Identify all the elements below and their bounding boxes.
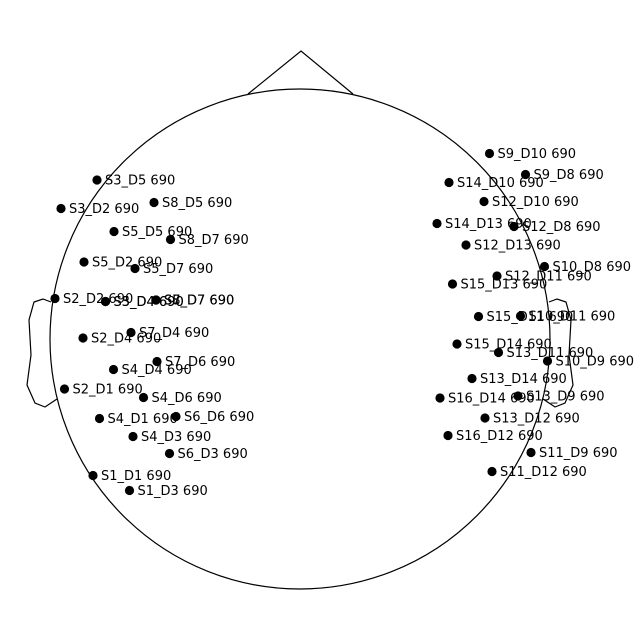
channel-label: S7_D7 690 xyxy=(164,294,234,309)
channel-point xyxy=(78,333,88,343)
channel-point xyxy=(542,356,553,366)
channel-label: S16_D12 690 xyxy=(456,429,543,444)
channel-label: S13_D9 690 xyxy=(526,390,605,405)
channel-label: S15_D11 690 xyxy=(487,310,574,325)
channel-label: S11_D9 690 xyxy=(539,446,618,461)
channel-point xyxy=(128,431,138,442)
channel-point xyxy=(479,196,489,207)
channel-point xyxy=(79,257,89,267)
channel-label: S9_D10 690 xyxy=(498,147,577,162)
channel-point xyxy=(171,411,181,422)
channel-point xyxy=(513,391,523,401)
channel-point xyxy=(487,466,497,477)
channel-label: S12_D8 690 xyxy=(522,220,601,235)
channel-point xyxy=(515,311,526,321)
channel-point xyxy=(539,261,550,272)
channel-point xyxy=(492,271,502,281)
channel-point xyxy=(126,327,136,338)
channel-point xyxy=(92,175,102,185)
channel-label: S14_D10 690 xyxy=(457,176,544,191)
channel-label: S4_D3 690 xyxy=(141,430,211,445)
channel-label: S1_D3 690 xyxy=(138,484,208,499)
channel-point xyxy=(59,384,70,394)
channel-point xyxy=(435,393,445,403)
channel-label: S16_D14 690 xyxy=(448,392,535,407)
channel-label: S4_D1 690 xyxy=(108,412,178,427)
channel-point xyxy=(149,197,159,208)
channel-label: S10_D11 690 xyxy=(529,310,616,325)
channel-point xyxy=(467,373,477,384)
channel-point xyxy=(109,226,119,237)
channel-label: S5_D4 690 xyxy=(114,295,184,310)
channel-label: S4_D4 690 xyxy=(122,363,192,378)
channel-point xyxy=(108,364,119,375)
channel-label: S7_D6 690 xyxy=(165,355,235,370)
channel-label: S2_D2 690 xyxy=(63,292,133,307)
channel-point xyxy=(130,263,140,274)
channel-label: S14_D13 690 xyxy=(445,217,532,232)
channel-point xyxy=(100,296,111,307)
channel-point xyxy=(520,169,531,180)
channel-label: S3_D2 690 xyxy=(69,202,139,217)
channel-label: S12_D11 690 xyxy=(505,270,592,285)
channel-point xyxy=(509,221,519,232)
channel-label: S10_D9 690 xyxy=(556,355,635,370)
channel-label: S12_D13 690 xyxy=(474,239,561,254)
nose-outline xyxy=(247,50,354,95)
channel-point xyxy=(452,339,462,349)
channel-point xyxy=(484,148,495,159)
channel-point xyxy=(50,293,60,304)
channel-point xyxy=(443,430,453,441)
channel-point xyxy=(444,177,454,188)
channel-label: S7_D4 690 xyxy=(139,326,209,341)
channel-point xyxy=(138,392,149,403)
channel-label: S1_D1 690 xyxy=(101,469,171,484)
channel-point xyxy=(56,203,66,214)
channel-label: S13_D11 690 xyxy=(507,346,594,361)
channel-label: S5_D5 690 xyxy=(122,225,192,240)
channel-point xyxy=(461,240,471,250)
channel-label: S2_D1 690 xyxy=(73,383,143,398)
left-ear-outline xyxy=(26,298,58,408)
channel-label: S8_D7 690 xyxy=(164,294,234,309)
channel-point xyxy=(526,447,536,458)
head-outline xyxy=(49,88,551,590)
channel-label: S9_D8 690 xyxy=(534,168,604,183)
channel-point xyxy=(151,295,161,305)
channel-label: S2_D4 690 xyxy=(91,332,161,347)
channel-point xyxy=(493,347,504,358)
channel-label: S8_D5 690 xyxy=(162,196,232,211)
channel-label: S13_D14 690 xyxy=(480,372,567,387)
channel-label: S15_D13 690 xyxy=(461,278,548,293)
channel-label: S15_D14 690 xyxy=(465,338,552,353)
channel-point xyxy=(124,485,135,496)
channel-point xyxy=(88,470,98,481)
channel-point xyxy=(480,413,490,423)
channel-label: S12_D10 690 xyxy=(492,195,579,210)
channel-label: S6_D3 690 xyxy=(178,447,248,462)
channel-label: S11_D12 690 xyxy=(500,465,587,480)
channel-point xyxy=(432,218,442,229)
channel-label: S3_D4 690 xyxy=(114,295,184,310)
channel-point xyxy=(447,279,458,289)
channel-label: S6_D6 690 xyxy=(184,410,254,425)
channel-point xyxy=(473,311,484,322)
channel-point xyxy=(164,448,175,459)
channel-point xyxy=(165,234,176,245)
channel-label: S5_D2 690 xyxy=(92,256,162,271)
channel-label: S13_D12 690 xyxy=(493,412,580,427)
right-ear-outline xyxy=(542,298,574,408)
channel-label: S8_D7 690 xyxy=(179,233,249,248)
channel-point xyxy=(152,356,162,367)
channel-point xyxy=(94,413,105,424)
channel-label: S3_D5 690 xyxy=(105,174,175,189)
channel-label: S4_D6 690 xyxy=(152,391,222,406)
channel-label: S10_D8 690 xyxy=(553,260,632,275)
channel-label: S5_D7 690 xyxy=(143,262,213,277)
